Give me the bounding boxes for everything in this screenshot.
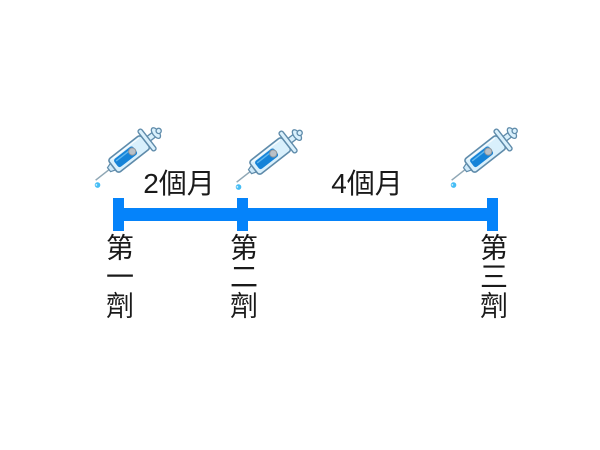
timeline-tick-dose1 bbox=[113, 198, 124, 231]
timeline-tick-dose3 bbox=[487, 198, 498, 231]
timeline-bar bbox=[113, 208, 498, 221]
dose-label-first: 第一劑 bbox=[103, 233, 134, 320]
syringe-icon bbox=[449, 124, 519, 190]
timeline-tick-dose2 bbox=[237, 198, 248, 231]
interval-label-2months: 2個月 bbox=[143, 168, 215, 199]
interval-label-4months: 4個月 bbox=[331, 168, 403, 199]
syringe-icon bbox=[234, 126, 304, 192]
dose-label-third: 第三劑 bbox=[477, 233, 508, 320]
dose-label-second: 第二劑 bbox=[227, 233, 258, 320]
